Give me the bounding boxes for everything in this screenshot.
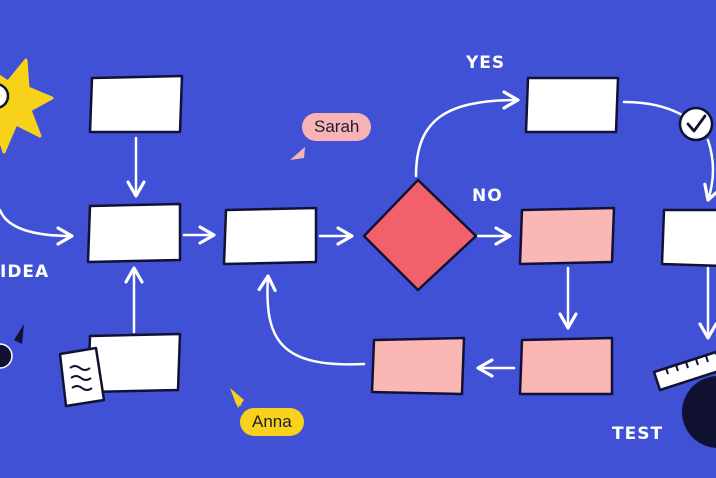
checkmark-circle-icon [678,106,714,142]
arrow-check-to-right [703,138,716,202]
pink-box-no [518,206,616,266]
label-yes: YES [466,53,506,73]
process-box-right [660,208,716,267]
document-icon [58,346,106,408]
label-idea: IDEA [0,262,50,282]
decision-diamond [362,178,478,292]
process-box-yes [524,76,620,134]
label-no: NO [472,186,503,206]
user-avatar-icon [0,324,24,369]
sun-icon [0,58,54,154]
collaborator-tag-sarah: Sarah [302,113,372,141]
cursor-arrow-icon [230,388,244,408]
pink-box-bottom-left [370,336,466,396]
label-test: TEST [612,424,664,444]
arrow-loop-back [257,274,366,366]
process-box-step [222,206,318,266]
pink-box-bottom-right [518,336,614,396]
arrow-yes-to-check [622,100,686,118]
process-box-top [88,74,184,134]
pink-boxes [370,206,616,396]
collaborator-tag-anna: Anna [240,408,304,436]
arrow-idea-to-process [0,208,74,246]
connector-arrows [0,90,716,378]
ruler-icon [652,350,716,448]
arrow-decision-yes [414,90,520,178]
cursor-arrow-icon [290,147,306,160]
process-box-center [86,202,182,264]
